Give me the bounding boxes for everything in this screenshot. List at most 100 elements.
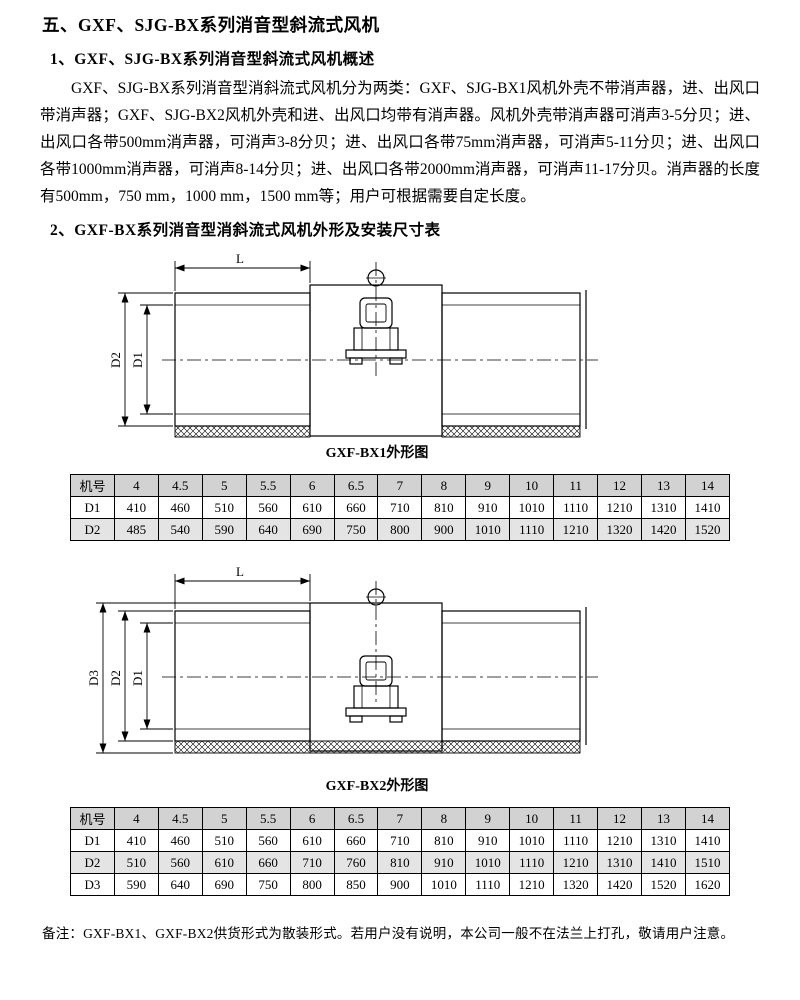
value-cell: 640: [157, 873, 203, 896]
row-label-cell: D2: [70, 851, 115, 874]
value-cell: 1110: [553, 829, 599, 852]
value-cell: 485: [113, 518, 159, 541]
value-cell: 410: [113, 829, 159, 852]
value-cell: 1310: [640, 829, 686, 852]
value-cell: 610: [289, 496, 335, 519]
value-cell: 810: [421, 829, 467, 852]
value-cell: 1410: [684, 496, 731, 519]
dim-label-L: L: [236, 251, 244, 266]
value-cell: 610: [201, 851, 247, 874]
diagram1-container: L D2 D1 GXF-BX1外形图: [40, 248, 760, 462]
value-cell: 510: [201, 829, 247, 852]
header-cell: 5.5: [245, 807, 291, 830]
value-cell: 560: [245, 829, 291, 852]
right-silencer: [441, 607, 587, 745]
header-cell: 机号: [70, 807, 115, 830]
header-cell: 9: [465, 807, 511, 830]
value-cell: 1010: [465, 518, 511, 541]
value-cell: 1420: [640, 518, 686, 541]
fan-diagram-gxf-bx1: L D2 D1 GXF-BX1外形图: [108, 251, 598, 461]
value-cell: 690: [201, 873, 247, 896]
value-cell: 460: [157, 496, 203, 519]
header-cell: 7: [377, 807, 423, 830]
value-cell: 1520: [684, 518, 731, 541]
value-cell: 1110: [553, 496, 599, 519]
value-cell: 800: [289, 873, 335, 896]
value-cell: 1320: [597, 518, 642, 541]
value-cell: 1210: [553, 851, 599, 874]
dimension-D2: [118, 292, 173, 427]
fan-diagram-gxf-bx2: L D3 D2 D1 GXF-BX2外形图: [86, 564, 598, 794]
value-cell: 690: [289, 518, 335, 541]
value-cell: 560: [157, 851, 203, 874]
header-cell: 10: [509, 474, 555, 497]
value-cell: 1010: [509, 496, 555, 519]
dimension-D3: [96, 602, 310, 754]
value-cell: 910: [421, 851, 467, 874]
base-hatch-full: [174, 740, 581, 754]
header-cell: 11: [553, 807, 599, 830]
value-cell: 410: [113, 496, 159, 519]
value-cell: 810: [377, 851, 423, 874]
header-cell: 6: [289, 474, 335, 497]
page-title: 五、GXF、SJG-BX系列消音型斜流式风机: [42, 15, 380, 35]
dim-label-D1: D1: [130, 352, 145, 368]
value-cell: 710: [377, 496, 423, 519]
value-cell: 590: [201, 518, 247, 541]
row-label-cell: D3: [70, 873, 115, 896]
value-cell: 1110: [509, 518, 555, 541]
header-cell: 5: [201, 807, 247, 830]
value-cell: 660: [245, 851, 291, 874]
dim-label-D2: D2: [108, 670, 123, 686]
value-cell: 1110: [465, 873, 511, 896]
header-cell: 14: [684, 474, 731, 497]
value-cell: 540: [157, 518, 203, 541]
value-cell: 660: [333, 496, 379, 519]
header-cell: 机号: [70, 474, 115, 497]
value-cell: 1320: [553, 873, 599, 896]
value-cell: 660: [333, 829, 379, 852]
value-cell: 1420: [597, 873, 642, 896]
left-silencer: [174, 292, 311, 427]
value-cell: 800: [377, 518, 423, 541]
dimension-D2: [118, 610, 173, 742]
value-cell: 710: [289, 851, 335, 874]
value-cell: 1110: [509, 851, 555, 874]
value-cell: 1310: [640, 496, 686, 519]
header-cell: 13: [640, 807, 686, 830]
header-cell: 12: [597, 474, 642, 497]
value-cell: 1410: [684, 829, 731, 852]
base-hatch-left: [174, 425, 311, 438]
value-cell: 1510: [684, 851, 731, 874]
value-cell: 750: [245, 873, 291, 896]
header-cell: 6: [289, 807, 335, 830]
value-cell: 910: [465, 829, 511, 852]
header-cell: 6.5: [333, 807, 379, 830]
header-cell: 9: [465, 474, 511, 497]
dim-label-L: L: [236, 564, 244, 579]
header-cell: 4: [113, 807, 159, 830]
row-label-cell: D1: [70, 829, 115, 852]
section2-heading: 2、GXF-BX系列消音型消斜流式风机外形及安装尺寸表: [50, 222, 441, 239]
dimension-D1: [140, 304, 173, 415]
value-cell: 750: [333, 518, 379, 541]
diagram2-caption: GXF-BX2外形图: [326, 777, 429, 794]
value-cell: 510: [113, 851, 159, 874]
dim-label-D1: D1: [130, 670, 145, 686]
diagram1-caption: GXF-BX1外形图: [326, 444, 429, 461]
value-cell: 1520: [640, 873, 686, 896]
dimension-D1: [140, 622, 173, 730]
value-cell: 710: [377, 829, 423, 852]
header-cell: 7: [377, 474, 423, 497]
value-cell: 1620: [684, 873, 731, 896]
header-cell: 5: [201, 474, 247, 497]
header-cell: 13: [640, 474, 686, 497]
value-cell: 910: [465, 496, 511, 519]
row-label-cell: D1: [70, 496, 115, 519]
